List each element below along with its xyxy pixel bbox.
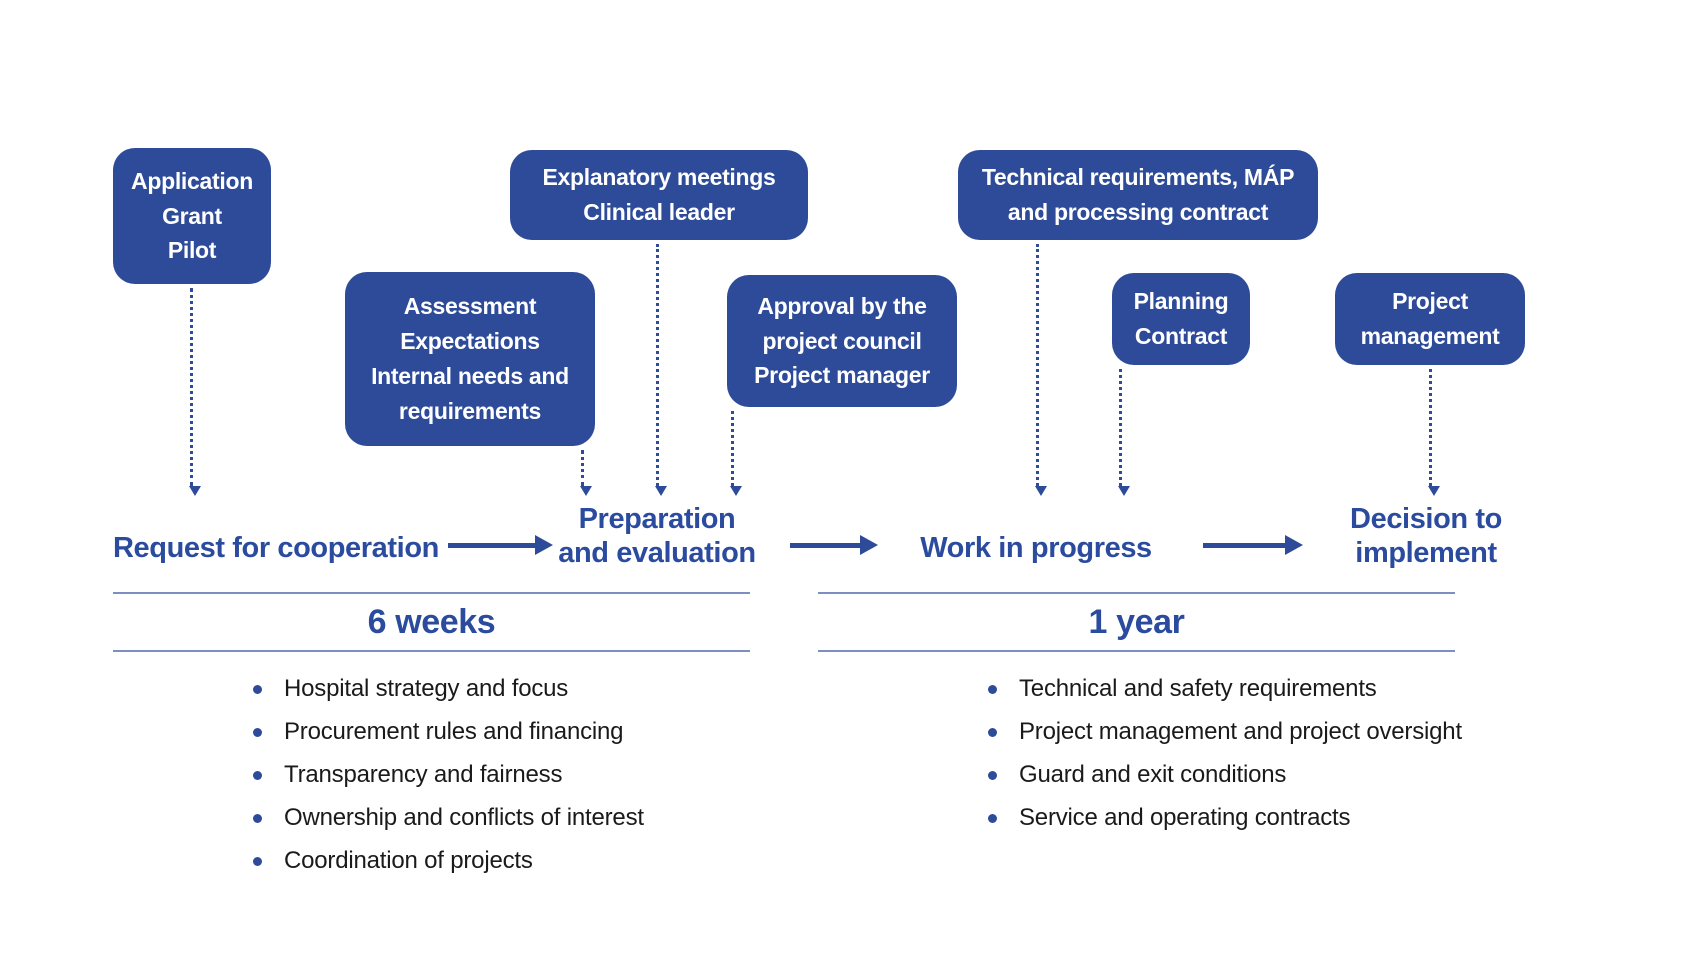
- list-item: Procurement rules and financing: [253, 718, 644, 745]
- list-item: Project management and project oversight: [988, 718, 1462, 745]
- dotted-arrow-from-planning: [1117, 369, 1130, 496]
- duration-band-1-year: 1 year: [818, 592, 1455, 652]
- bullet-dot: [988, 727, 997, 737]
- duration-label-6-weeks: 6 weeks: [367, 602, 496, 641]
- bullet-dot: [253, 727, 262, 737]
- dotted-arrow-from-explanatory: [654, 244, 667, 496]
- phase-preparation-and-evaluation: Preparation and evaluation: [558, 503, 756, 569]
- phase-work-in-progress: Work in progress: [920, 532, 1152, 564]
- dotted-arrow-from-approval: [729, 411, 742, 496]
- list-item: Guard and exit conditions: [988, 761, 1462, 788]
- list-item-text: Procurement rules and financing: [284, 718, 624, 745]
- list-item: Technical and safety requirements: [988, 675, 1462, 702]
- list-item-text: Hospital strategy and focus: [284, 675, 569, 702]
- list-item-text: Coordination of projects: [284, 847, 533, 874]
- bullet-dot: [253, 684, 262, 694]
- box-approval: Approval by the project council Project …: [727, 275, 957, 407]
- box-planning-contract: Planning Contract: [1112, 273, 1250, 365]
- dotted-arrow-from-technical: [1034, 244, 1047, 496]
- box-technical-requirements: Technical requirements, MÁP and processi…: [958, 150, 1318, 240]
- box-explanatory-meetings: Explanatory meetings Clinical leader: [510, 150, 808, 240]
- one-year-bullet-list: Technical and safety requirements Projec…: [988, 675, 1462, 848]
- bullet-dot: [988, 684, 997, 694]
- phase-decision-to-implement: Decision to implement: [1350, 503, 1502, 569]
- list-item: Coordination of projects: [253, 847, 644, 874]
- phase-request-for-cooperation: Request for cooperation: [113, 532, 439, 564]
- list-item: Service and operating contracts: [988, 804, 1462, 831]
- bullet-dot: [253, 856, 262, 866]
- box-application-grant-pilot: Application Grant Pilot: [113, 148, 271, 284]
- bullet-dot: [988, 813, 997, 823]
- list-item: Hospital strategy and focus: [253, 675, 644, 702]
- duration-label-1-year: 1 year: [1088, 602, 1185, 641]
- list-item: Transparency and fairness: [253, 761, 644, 788]
- flow-arrow-request-to-preparation: [448, 535, 553, 555]
- flow-arrow-preparation-to-work: [790, 535, 878, 555]
- dotted-arrow-from-project-management: [1427, 369, 1440, 496]
- list-item-text: Guard and exit conditions: [1019, 761, 1287, 788]
- box-assessment: Assessment Expectations Internal needs a…: [345, 272, 595, 446]
- list-item-text: Technical and safety requirements: [1019, 675, 1377, 702]
- bullet-dot: [988, 770, 997, 780]
- list-item: Ownership and conflicts of interest: [253, 804, 644, 831]
- bullet-dot: [253, 813, 262, 823]
- six-weeks-bullet-list: Hospital strategy and focus Procurement …: [253, 675, 644, 891]
- dotted-arrow-from-application: [188, 288, 201, 496]
- list-item-text: Ownership and conflicts of interest: [284, 804, 644, 831]
- dotted-arrow-from-assessment: [579, 450, 592, 496]
- flow-arrow-work-to-decision: [1203, 535, 1303, 555]
- list-item-text: Service and operating contracts: [1019, 804, 1351, 831]
- list-item-text: Project management and project oversight: [1019, 718, 1462, 745]
- duration-band-6-weeks: 6 weeks: [113, 592, 750, 652]
- list-item-text: Transparency and fairness: [284, 761, 563, 788]
- bullet-dot: [253, 770, 262, 780]
- box-project-management: Project management: [1335, 273, 1525, 365]
